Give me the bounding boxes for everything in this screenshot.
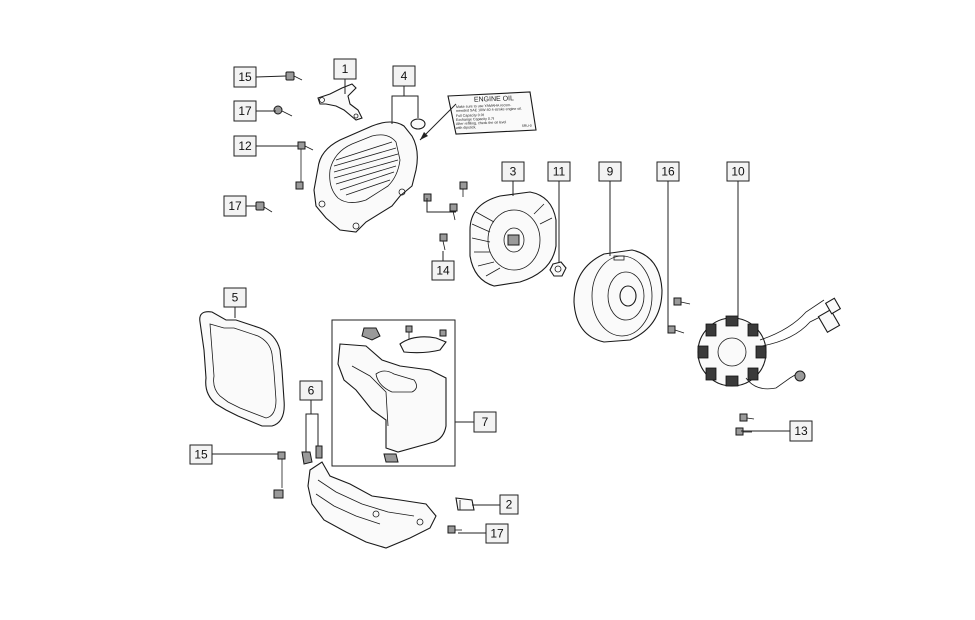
callout-17-left: 17 — [223, 195, 247, 217]
part-10-stator — [697, 297, 842, 390]
part-17-screw-lower — [447, 525, 462, 534]
oil-label-code: 5RU-0 — [522, 124, 532, 128]
callout-15-upper: 14 — [431, 260, 455, 281]
oil-label-line-2: mended SAE 10W-40 4-stroke engine oil. — [456, 107, 522, 113]
svg-text:7: 7 — [482, 415, 489, 429]
svg-text:17: 17 — [490, 527, 504, 541]
svg-text:4: 4 — [401, 69, 408, 83]
oil-label-line-1: Make sure to use YAMAHA recom- — [456, 103, 512, 109]
part-13-nut — [549, 261, 567, 277]
svg-text:2: 2 — [506, 498, 513, 512]
callout-17-lower: 17 — [485, 523, 509, 544]
callout-15-lower: 15 — [189, 444, 213, 465]
oil-label-heading: ENGINE OIL — [474, 95, 514, 103]
callout-13: 11 — [547, 161, 571, 182]
svg-text:16: 16 — [661, 165, 675, 179]
callout-11: 13 — [789, 420, 813, 442]
part-17-screw-upper — [273, 105, 293, 117]
part-9-flywheel — [573, 249, 663, 343]
svg-text:9: 9 — [607, 165, 614, 179]
svg-text:11: 11 — [553, 165, 566, 179]
svg-text:5: 5 — [232, 291, 239, 305]
callout-14: 15 — [233, 66, 257, 88]
part-5-gasket — [199, 311, 285, 427]
callout-10: 10 — [726, 161, 750, 182]
lower-shroud — [307, 461, 437, 549]
svg-text:10: 10 — [731, 165, 745, 179]
svg-text:17: 17 — [238, 104, 252, 118]
callout-12: 12 — [233, 135, 257, 157]
oil-label-line-4: Exchange Capacity 0.7ℓ — [456, 117, 495, 122]
part-6-fasteners — [301, 445, 323, 465]
svg-text:1: 1 — [342, 62, 349, 76]
callout-7: 7 — [473, 411, 497, 433]
callout-17-upper: 17 — [233, 100, 257, 122]
oil-label-line-3: Full Capacity 0.9ℓ — [456, 113, 485, 118]
part-1-bracket — [317, 83, 363, 121]
part-11-screws — [735, 413, 755, 436]
svg-text:13: 13 — [794, 424, 808, 438]
part-7-box — [331, 319, 456, 467]
callout-1: 1 — [333, 58, 357, 80]
callout-6: 6 — [299, 380, 323, 401]
part-15-bolt-group — [423, 181, 468, 251]
svg-text:12: 12 — [238, 139, 252, 153]
oil-label-line-6: with dipstick. — [456, 125, 477, 130]
part-16-screws — [667, 297, 691, 334]
part-12-fastener-set — [295, 141, 314, 190]
callout-3: 3 — [501, 161, 525, 182]
part-17-screw-left — [255, 201, 273, 213]
callout-16: 16 — [656, 161, 680, 182]
svg-text:17: 17 — [228, 199, 242, 213]
svg-text:6: 6 — [308, 384, 315, 398]
svg-text:14: 14 — [436, 264, 450, 278]
callout-5: 5 — [223, 287, 247, 308]
part-15-lower-bolt — [273, 451, 286, 499]
part-14-bolt — [285, 71, 303, 81]
svg-text:15: 15 — [194, 448, 208, 462]
engine-oil-label: ENGINE OIL Make sure to use YAMAHA recom… — [447, 91, 537, 135]
callout-9: 9 — [598, 161, 622, 182]
svg-text:3: 3 — [510, 165, 517, 179]
svg-text:15: 15 — [238, 70, 252, 84]
oil-label-line-5: After refilling, check the oil level — [456, 120, 507, 126]
part-2-clip — [455, 497, 475, 511]
part-3-cooling-fan — [469, 191, 557, 287]
fan-cover — [313, 118, 426, 233]
callout-4: 4 — [392, 65, 416, 87]
leader-lines — [212, 75, 790, 534]
callout-2: 2 — [499, 494, 519, 515]
